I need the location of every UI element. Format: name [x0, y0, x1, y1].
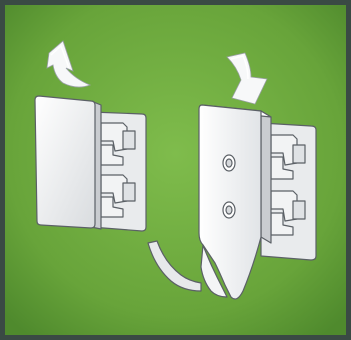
- illustration-canvas: [5, 5, 346, 335]
- hook-plate-side: [261, 111, 271, 243]
- illustration-panel: [5, 5, 346, 335]
- left-cover: [35, 96, 95, 228]
- left-item: [35, 96, 146, 231]
